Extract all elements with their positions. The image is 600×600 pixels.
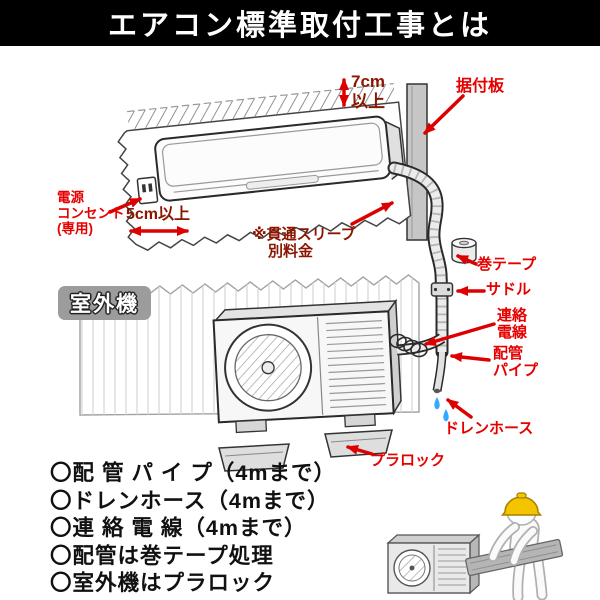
worker-mascot — [465, 492, 564, 600]
arrow-mounting-plate — [423, 94, 465, 135]
arrow-sleeve — [350, 201, 394, 226]
arrow-power-outlet — [108, 197, 142, 214]
checklist-item-wire: 〇連 絡 電 線（4mまで） — [50, 516, 307, 540]
arrow-pla-rock — [346, 445, 374, 456]
checklist-item-drain: 〇ドレンホース（4mまで） — [50, 488, 330, 513]
page-title: エアコン標準取付工事とは — [0, 0, 600, 46]
label-mounting-plate: 据付板 — [456, 78, 505, 95]
label-pipe: 配管 パイプ — [493, 345, 539, 380]
water-drops — [434, 397, 449, 422]
label-drain-hose: ドレンホース — [444, 420, 534, 437]
arrow-drain — [446, 398, 473, 419]
label-clearance-side: 5cm以上 — [126, 206, 191, 223]
label-power-outlet: 電源 コンセント (専用) — [57, 190, 125, 237]
mini-outdoor-unit — [386, 533, 481, 595]
checklist-item-block: 〇室外機はプラロック — [50, 571, 276, 595]
arrow-pipe — [450, 352, 491, 363]
pla-rock-blocks — [218, 429, 393, 472]
spec-checklist: 〇配 管 パ イ プ（4mまで） 〇ドレンホース（4mまで） 〇連 絡 電 線（… — [50, 460, 336, 598]
outdoor-unit — [212, 298, 402, 434]
arrow-wire — [424, 322, 496, 346]
connecting-wire-coil — [389, 333, 428, 358]
mounting-plate-board — [406, 83, 428, 241]
label-pla-rock: プラロック — [370, 452, 446, 469]
label-wire: 連絡 電線 — [497, 307, 528, 342]
arrow-tape — [456, 254, 478, 266]
checklist-item-tape: 〇配管は巻テープ処理 — [50, 543, 274, 568]
label-outdoor-unit: 室外機 — [58, 286, 151, 320]
saddle-clamp — [430, 282, 454, 297]
pointer-arrows — [108, 78, 496, 456]
indoor-unit — [154, 115, 405, 202]
label-sleeve-note: ※貫通スリーブ 別料金 — [252, 226, 356, 261]
indoor-wall — [117, 83, 412, 252]
checklist-item-pipe: 〇配 管 パ イ プ（4mまで） — [50, 461, 336, 485]
wall-hatch — [127, 83, 396, 130]
label-tape: 巻テープ — [477, 256, 537, 273]
label-clearance-top: 7cm 以上 — [351, 72, 386, 111]
label-saddle: サドル — [486, 281, 532, 298]
helmet-icon — [500, 496, 543, 516]
power-outlet-box — [136, 176, 159, 205]
